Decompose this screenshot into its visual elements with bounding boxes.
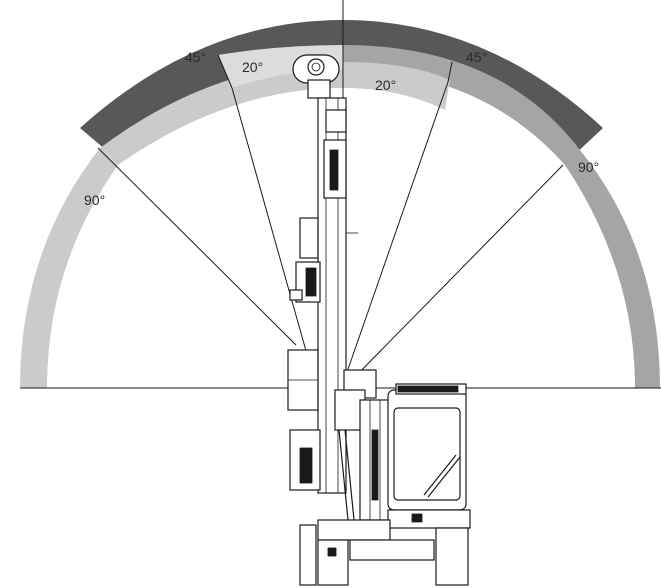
ray-left-20-outer [217, 54, 233, 89]
ray-right-45-outer [447, 61, 453, 83]
ray-left-20 [231, 87, 311, 366]
label-right-45: 45° [466, 49, 487, 65]
light-band-left [20, 148, 118, 388]
drill-rig [287, 54, 471, 586]
label-right-90: 90° [578, 159, 599, 175]
light-band-top [100, 62, 450, 165]
ray-right-90 [349, 164, 564, 383]
dark-band-45 [80, 20, 603, 156]
label-left-90: 90° [84, 192, 105, 208]
ray-left-90 [97, 147, 297, 346]
label-left-20: 20° [242, 59, 263, 75]
label-left-45: 45° [185, 49, 206, 65]
label-right-20: 20° [375, 77, 396, 93]
mid-band-right [343, 45, 660, 388]
ray-right-20 [345, 81, 449, 376]
